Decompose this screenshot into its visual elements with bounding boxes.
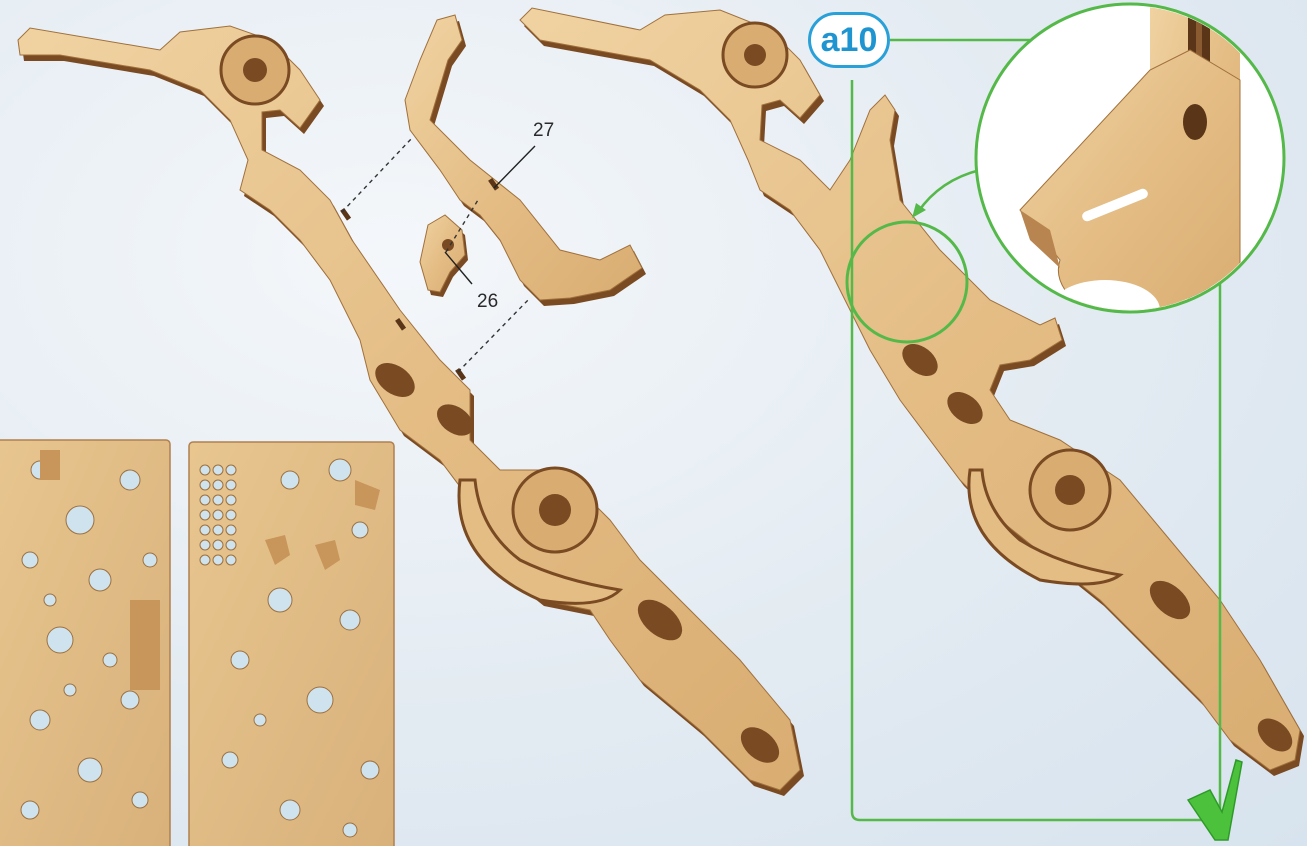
part-27-label: 27 [533,120,554,142]
zoom-detail [970,0,1307,340]
plywood-sheet-2 [189,442,394,846]
callout-arrow [918,170,980,212]
check-icon [1188,760,1242,840]
part-26-label: 26 [477,291,498,313]
step-badge: a10 [808,12,890,68]
plywood-sheet-1 [0,440,170,846]
part-26 [420,215,468,297]
